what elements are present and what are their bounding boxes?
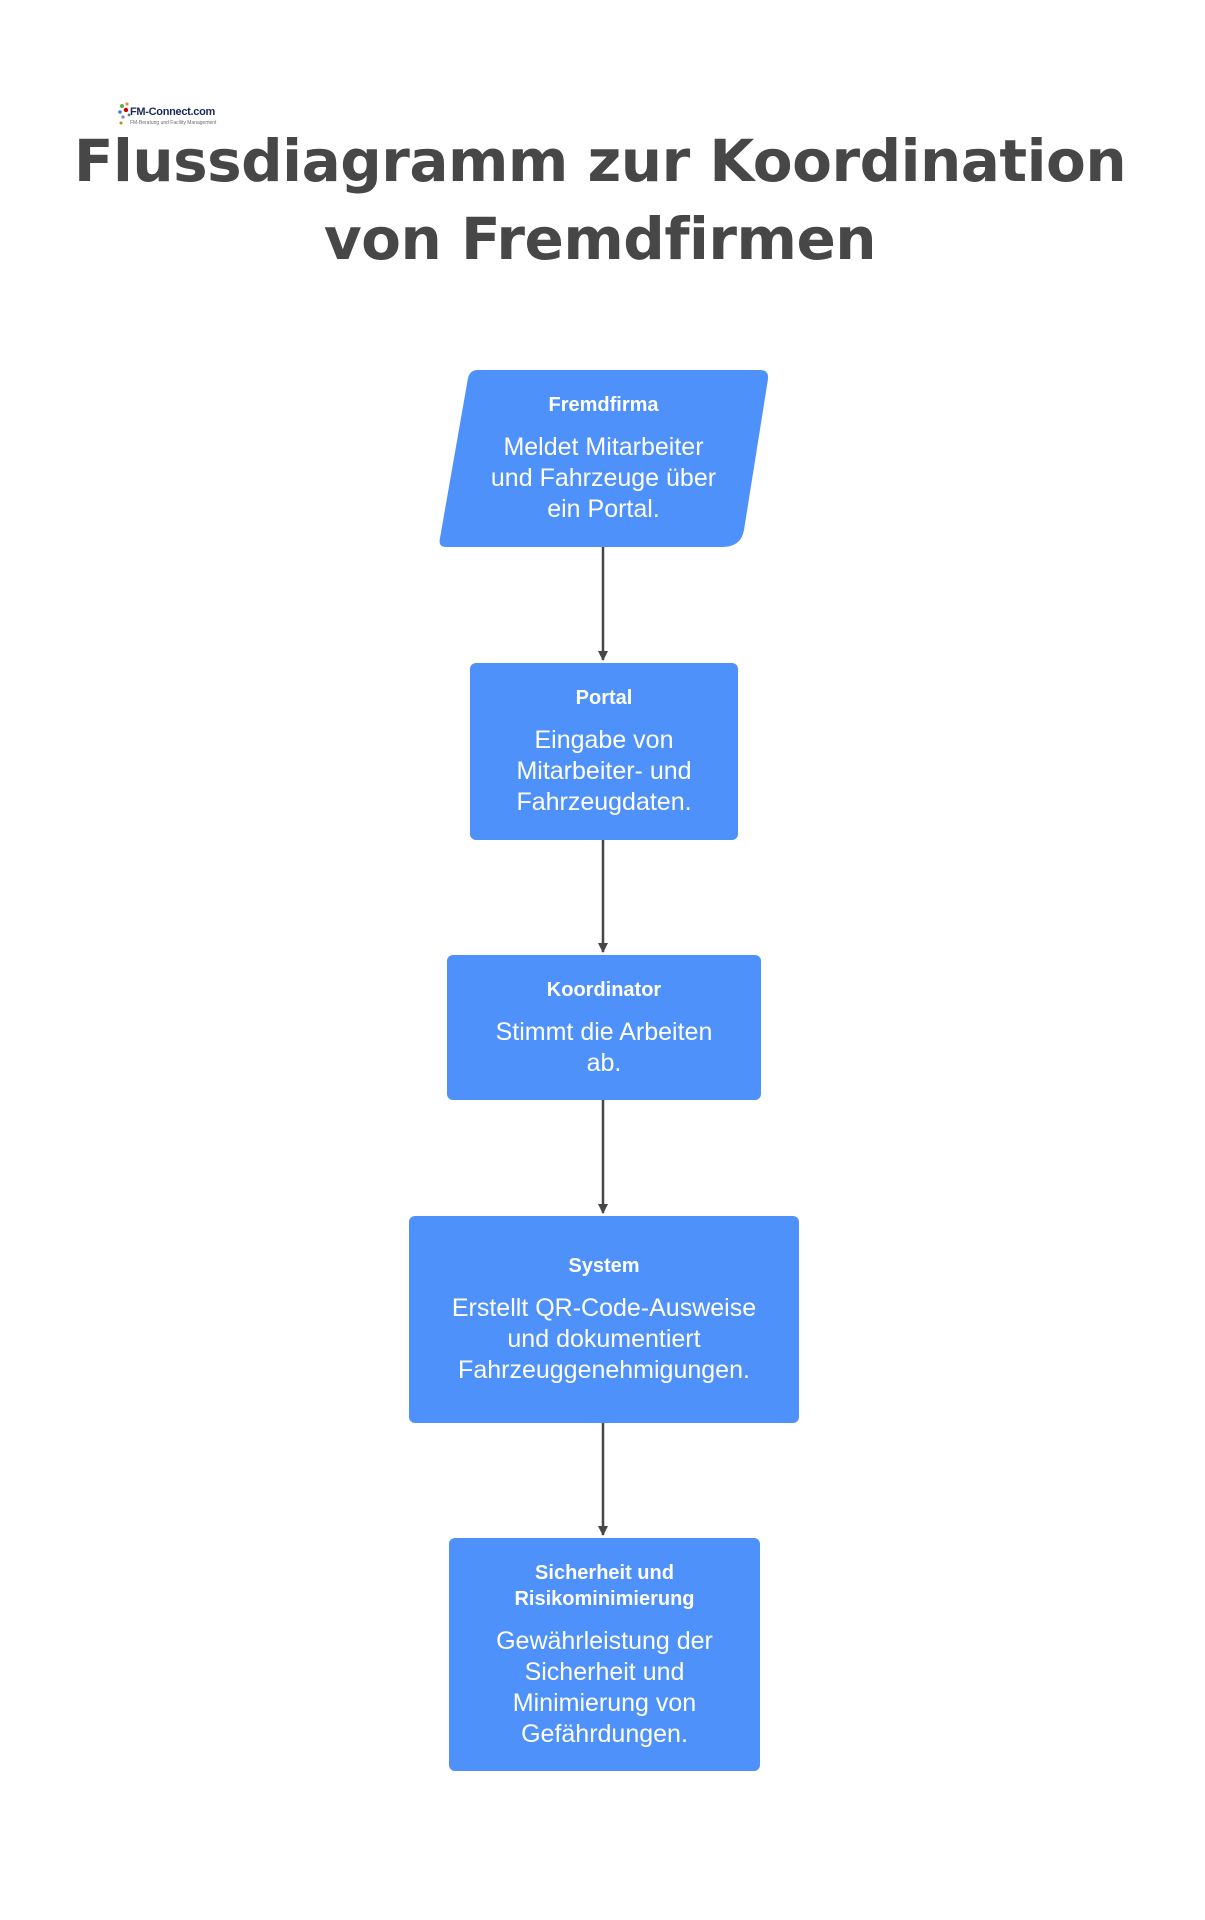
logo-tagline: FM-Beratung und Facility Management — [130, 120, 217, 126]
node-fremdfirma: Fremdfirma Meldet Mitarbeiter und Fahrze… — [438, 370, 769, 547]
node-text: Gewährleistung der Sicherheit und Minimi… — [496, 1626, 713, 1748]
node-koordinator: Koordinator Stimmt die Arbeiten ab. — [447, 955, 761, 1100]
node-text: Eingabe von Mitarbeiter- und Fahrzeugdat… — [516, 726, 692, 816]
node-system: System Erstellt QR-Code-Ausweise und dok… — [409, 1216, 799, 1423]
node-title: Fremdfirma — [548, 394, 659, 416]
logo-mark-icon — [118, 102, 131, 125]
node-title: System — [568, 1255, 640, 1277]
logo-brand: FM-Connect.com — [130, 106, 216, 118]
node-sicherheit: Sicherheit und Risikominimierung Gewährl… — [449, 1538, 760, 1771]
page-title: Flussdiagramm zur Koordination von Fremd… — [73, 127, 1127, 273]
node-title: Portal — [575, 687, 633, 709]
node-title: Koordinator — [546, 978, 662, 1001]
node-text: Erstellt QR-Code-Ausweise und dokumentie… — [451, 1294, 757, 1384]
logo: FM-Connect.com FM-Beratung und Facility … — [116, 100, 216, 134]
node-text: Meldet Mitarbeiter und Fahrzeuge über ei… — [490, 433, 717, 523]
node-title: Sicherheit und Risikominimierung — [514, 1561, 695, 1610]
node-text: Stimmt die Arbeiten ab. — [495, 1017, 713, 1077]
parallelogram-shape — [439, 370, 769, 547]
node-portal: Portal Eingabe von Mitarbeiter- und Fahr… — [470, 663, 738, 840]
